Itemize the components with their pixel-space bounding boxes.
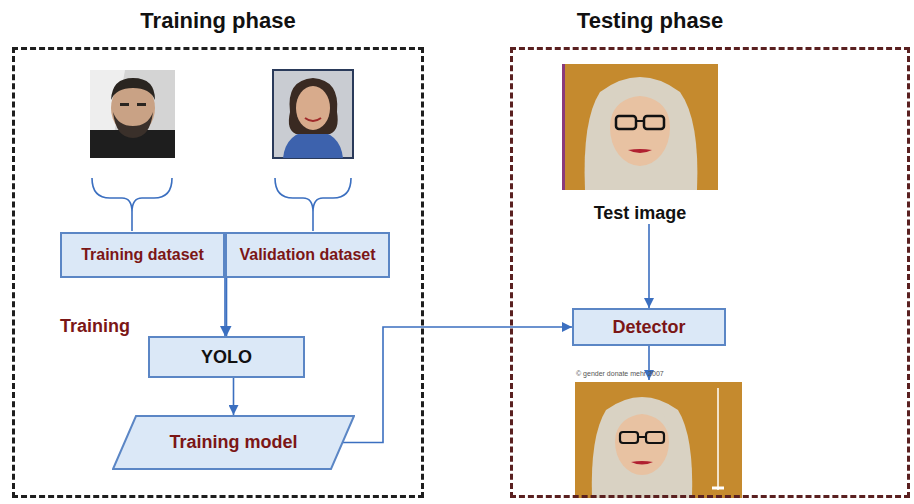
panel-title: Testing phase	[450, 6, 850, 36]
process-box: YOLO	[148, 336, 305, 378]
watermark: © gender donate mehr 2007	[576, 370, 664, 377]
training-photo	[90, 70, 175, 158]
image-caption: Test image	[555, 64, 725, 224]
node-text: YOLO	[201, 347, 252, 368]
validation-photo	[273, 70, 353, 158]
bracket	[92, 178, 351, 231]
panel-title: Training phase	[12, 6, 424, 36]
flow-arrow	[224, 278, 226, 336]
node-text: Validation dataset	[239, 246, 375, 264]
flow-arrow	[233, 378, 235, 415]
phase-panel: Testing phaseTest imageDetector	[510, 6, 910, 498]
process-box: Validation dataset	[225, 232, 390, 278]
phase-panel: Training phaseTraining dataset Validation…	[12, 6, 424, 498]
flow-arrow	[226, 278, 228, 336]
test-photo	[562, 64, 718, 190]
result-photo	[575, 382, 742, 498]
data-parallelogram: Training model	[112, 415, 355, 470]
node-text: Detector	[612, 317, 685, 338]
node-text: Training model	[169, 432, 297, 453]
process-box: Detector	[572, 308, 726, 346]
flow-arrow	[648, 224, 650, 308]
dashed-frame	[510, 47, 910, 498]
node-text: Test image	[594, 203, 687, 224]
node-text: Training dataset	[81, 246, 204, 264]
process-box: Training dataset	[60, 232, 225, 278]
phase-label: Training	[60, 316, 130, 337]
flow-arrow	[343, 327, 572, 443]
